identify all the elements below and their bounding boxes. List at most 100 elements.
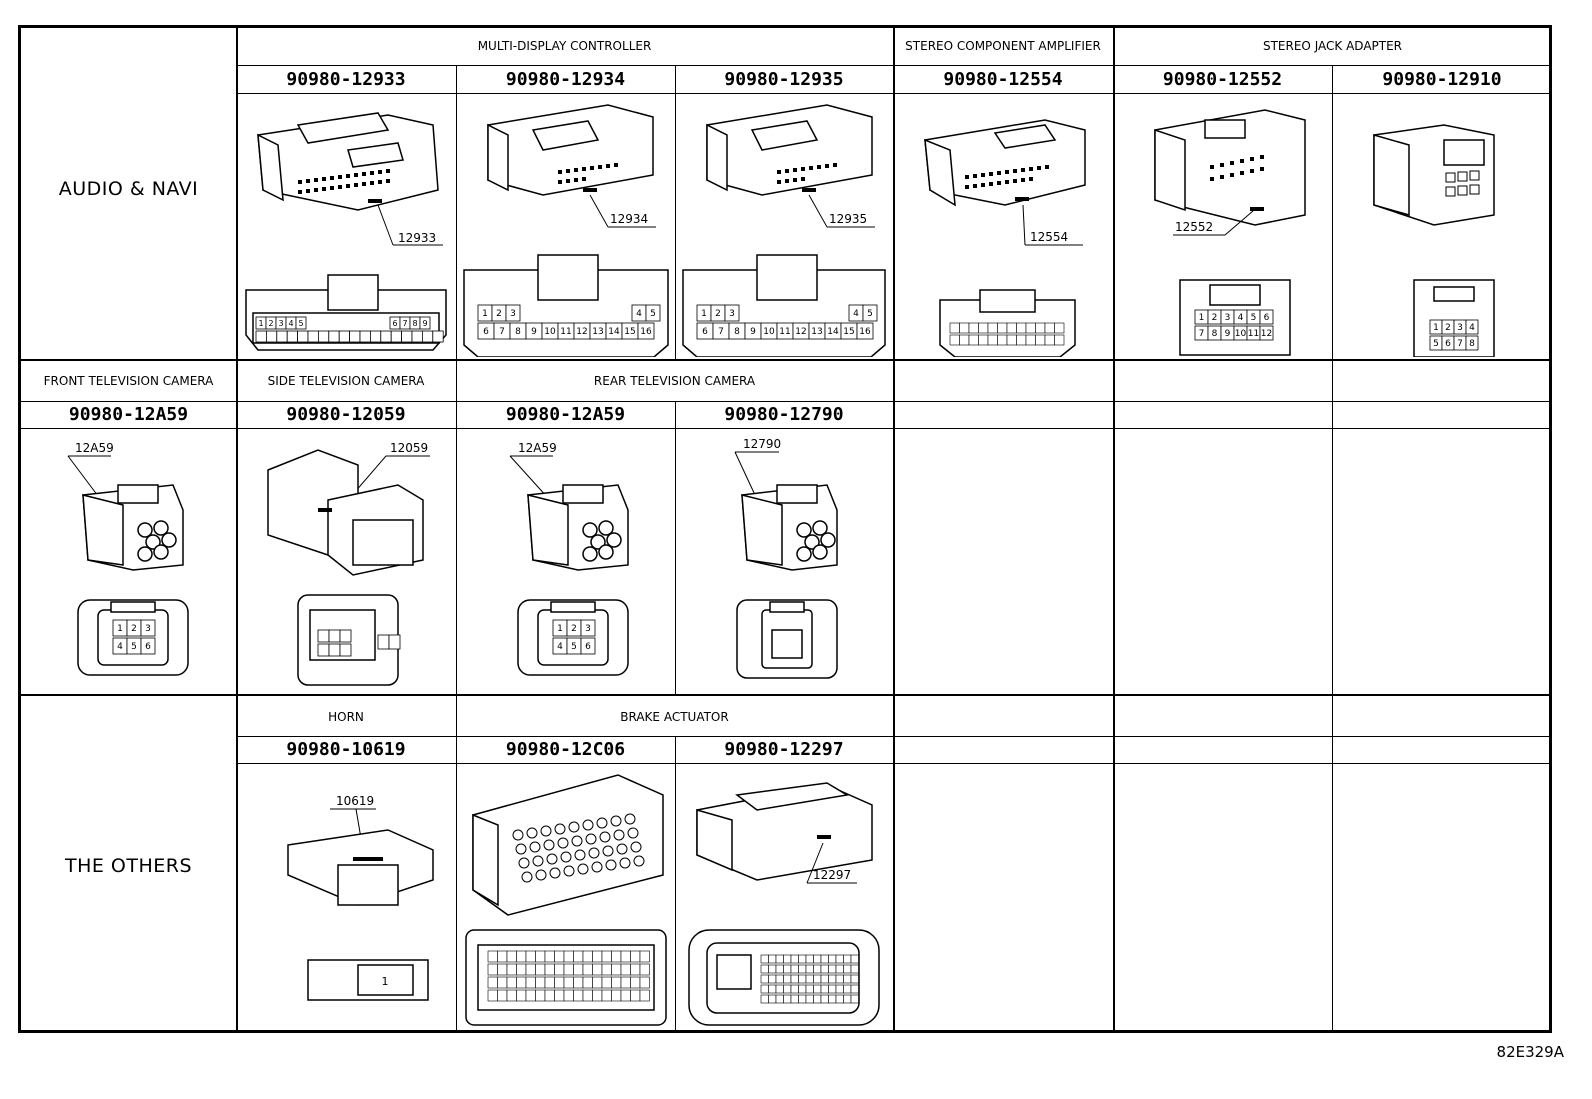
pin-label: 5 [571, 642, 577, 652]
pin-cell [768, 974, 777, 984]
pin-label: 15 [843, 327, 854, 337]
pin-cell [601, 989, 612, 1002]
part-number-12934: 90980-12934 [505, 69, 626, 90]
pin-label: 9 [750, 327, 756, 337]
pin-label: 5 [867, 309, 873, 319]
pin-cell [563, 989, 574, 1002]
pin-hole [532, 855, 544, 867]
pin-label: 16 [859, 327, 871, 337]
pin-cell [790, 994, 799, 1004]
callout-12934: 12934 [610, 212, 648, 226]
component-multi-display-controller: MULTI-DISPLAY CONTROLLER [477, 39, 652, 53]
pin-cell [535, 950, 546, 963]
pin-cell [592, 976, 603, 989]
pin-label: 4 [288, 319, 293, 328]
pin-cell [835, 974, 844, 984]
pin-cell [805, 954, 814, 964]
pin-label: 3 [729, 309, 735, 319]
pin-cell [611, 989, 622, 1002]
pin-cell [265, 330, 278, 343]
pin-cell [805, 974, 814, 984]
pin-hole [588, 847, 600, 859]
component-stereo-jack-adapter: STEREO JACK ADAPTER [1262, 39, 1403, 53]
pin-cell [856, 322, 874, 340]
pin-hole [630, 841, 642, 853]
pin-cell [1044, 322, 1055, 334]
component-front-tv-camera: FRONT TELEVISION CAMERA [43, 374, 214, 388]
pin-label: 6 [145, 642, 151, 652]
pin-cell [1259, 309, 1274, 325]
pin-cell [506, 976, 517, 989]
pin-label: 5 [650, 309, 656, 319]
pin-cell [639, 989, 650, 1002]
pin-hole [529, 841, 541, 853]
pin-cell [349, 330, 361, 343]
pin-label: 1 [701, 309, 707, 319]
pin-cell [620, 963, 631, 976]
pin-cell [768, 994, 777, 1004]
pin-cell [813, 974, 822, 984]
pin-label: 3 [585, 624, 591, 634]
pin-label: 2 [571, 624, 577, 634]
pin-hole [582, 819, 594, 831]
pin-label: 13 [592, 327, 603, 337]
pin-hole [633, 855, 645, 867]
pin-cell [843, 964, 852, 974]
pin-cell [760, 964, 769, 974]
pin-hole [549, 867, 561, 879]
pin-cell [775, 954, 784, 964]
pin-label: 3 [510, 309, 516, 319]
pin-label: 2 [1445, 323, 1451, 333]
pin-cell [369, 330, 382, 343]
section-divider [21, 359, 1552, 361]
pin-hole [560, 851, 572, 863]
pin-cell [401, 330, 413, 343]
pin-label: 3 [278, 319, 283, 328]
pin-cell [828, 964, 837, 974]
pin-cell [620, 989, 631, 1002]
pin-cell [760, 984, 769, 994]
pin-label: 1 [117, 624, 123, 634]
pin-cell [820, 984, 829, 994]
pin-cell [525, 963, 536, 976]
pin-cell [506, 963, 517, 976]
pin-cell [317, 643, 330, 657]
pin-hole [568, 821, 580, 833]
pin-cell [276, 330, 288, 343]
callout-12790: 12790 [743, 437, 781, 451]
pin-cell [798, 984, 807, 994]
pin-cell [835, 954, 844, 964]
pin-cell [820, 994, 829, 1004]
pin-label: 1 [1433, 323, 1439, 333]
pin-cell [843, 954, 852, 964]
pin-cell [339, 629, 352, 643]
part-number-12a59-rear: 90980-12A59 [505, 404, 626, 425]
pin-cell [505, 304, 521, 322]
pin-cell [140, 619, 156, 637]
pin-cell [620, 950, 631, 963]
pin-hole [596, 817, 608, 829]
pin-cell [850, 954, 859, 964]
part-number-12059: 90980-12059 [286, 404, 406, 425]
pin-cell [573, 976, 584, 989]
pin-hole [557, 837, 569, 849]
pin-cell [580, 637, 596, 655]
callout-12935: 12935 [829, 212, 867, 226]
pin-cell [601, 950, 612, 963]
pin-cell [388, 634, 401, 650]
pin-label: 1 [557, 624, 563, 634]
pin-cell [997, 334, 1008, 346]
pin-label: 8 [1469, 339, 1475, 349]
pin-cell [630, 963, 641, 976]
pin-cell [497, 950, 508, 963]
pin-label: 8 [734, 327, 740, 337]
pin-label: 5 [1251, 313, 1257, 323]
pin-cell [783, 974, 792, 984]
pin-cell [582, 976, 593, 989]
pin-hole [515, 843, 527, 855]
pin-cell [968, 334, 979, 346]
part-number-12297: 90980-12297 [724, 739, 844, 760]
pin-cell [639, 963, 650, 976]
pin-cell [637, 322, 655, 340]
